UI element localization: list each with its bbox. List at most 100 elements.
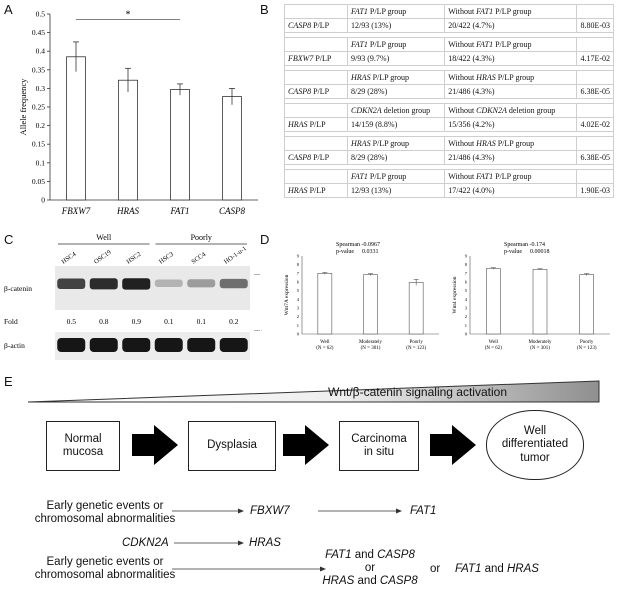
band-label-actin: β-actin (4, 341, 25, 350)
early-events-label-1: Early genetic events or chromosomal abno… (34, 500, 176, 525)
bar (486, 268, 501, 335)
fold-label: Fold (4, 317, 18, 326)
stats-spearman: Spearman -0.0967 (336, 242, 380, 248)
category-label: HRAS (116, 206, 139, 216)
catenin-band (187, 279, 216, 288)
y-tick-label: 0.15 (32, 140, 45, 149)
panel-letter-b: B (260, 2, 269, 17)
stats-spearman: Spearman -0.174 (504, 242, 545, 248)
group-label-poorly: Poorly (191, 233, 212, 242)
y-tick-label: 5 (465, 288, 468, 293)
combo3-gene-hras: HRAS (507, 563, 539, 575)
combo-block: FAT1 and CASP8 or HRAS and CASP8 (320, 549, 420, 588)
catenin-band (57, 278, 86, 289)
combo-gene-casp8-2: CASP8 (379, 574, 418, 587)
combo3-gene-fat1: FAT1 (455, 563, 482, 575)
y-tick-label: 6 (465, 280, 468, 285)
gene-fbxw7: FBXW7 (250, 505, 290, 517)
stage-dysplasia: Dysplasia (188, 421, 276, 471)
bar (579, 274, 594, 335)
arrow-icon (132, 425, 178, 465)
stats-pvalue: 0.00018 (530, 249, 550, 255)
panel-letter-c: C (4, 232, 14, 247)
cell-line-label: OSC19 (93, 249, 113, 266)
stage-well-differentiated-label: Well differentiated tumor (501, 425, 569, 464)
y-tick-label: 2 (297, 314, 299, 319)
group-label-well: Well (96, 233, 112, 242)
y-tick-label: 4 (465, 297, 468, 302)
y-tick-label: 3 (465, 306, 468, 311)
y-tick-label: 0.2 (36, 121, 46, 130)
y-tick-label: 8 (465, 262, 468, 267)
y-tick-label: 0.1 (36, 158, 46, 167)
y-axis-label: Wnt7A expression (284, 274, 290, 315)
fold-value: 0.8 (99, 317, 109, 326)
category-label: FAT1 (169, 206, 189, 216)
actin-band (122, 338, 151, 352)
marker-45kda: — 45 kDa (253, 328, 262, 334)
n-label: (N = 62) (485, 346, 503, 351)
category-label: Moderately (528, 340, 552, 345)
n-label: (N = 123) (406, 346, 426, 351)
stage-normal-mucosa-label: Normal mucosa (62, 432, 104, 458)
y-tick-label: 0.5 (36, 10, 46, 19)
y-axis-label: Wnt4 expression (452, 276, 458, 313)
y-tick-label: 3 (297, 306, 300, 311)
n-label: (N = 62) (316, 346, 334, 351)
y-tick-label: 7 (297, 271, 300, 276)
n-label: (N = 123) (577, 346, 597, 351)
stage-dysplasia-label: Dysplasia (207, 439, 257, 452)
y-tick-label: 0 (465, 332, 468, 337)
catenin-band (122, 278, 151, 290)
category-label: Well (320, 340, 330, 345)
category-label: Well (489, 340, 499, 345)
combo-and-2: and (354, 574, 380, 587)
gene-fat1: FAT1 (410, 505, 437, 517)
row3-arrow (172, 566, 326, 572)
n-label: (N = 301) (530, 346, 550, 351)
y-tick-label: 1 (297, 323, 299, 328)
row2-arrow (174, 540, 244, 546)
category-label: FBXW7 (61, 206, 91, 216)
y-tick-label: 5 (297, 288, 300, 293)
y-tick-label: 0.45 (32, 28, 45, 37)
cell-line-label: HSC4 (60, 250, 78, 265)
y-tick-label: 0.3 (36, 84, 46, 93)
fold-value: 0.1 (164, 317, 174, 326)
early-events-label-2: Early genetic events or chromosomal abno… (34, 556, 176, 581)
actin-band (154, 338, 183, 352)
marker-100kda: — 100 kDa (253, 272, 262, 278)
category-label: Poorly (409, 340, 423, 345)
n-label: (N = 301) (361, 346, 381, 351)
y-tick-label: 6 (297, 280, 300, 285)
bar (118, 79, 138, 201)
stage-well-differentiated: Well differentiated tumor (486, 410, 584, 480)
category-label: CASP8 (219, 206, 245, 216)
fold-value: 0.1 (197, 317, 207, 326)
cell-line-label: HO-1-u-1 (223, 245, 248, 265)
y-tick-label: 0 (297, 332, 300, 337)
row1-arrows (172, 508, 402, 514)
category-label: Moderately (359, 340, 383, 345)
catenin-band (219, 278, 248, 289)
combo-fat1-hras: FAT1 and HRAS (455, 563, 539, 576)
category-label: Poorly (580, 340, 594, 345)
signaling-banner-label: Wnt/β-catenin signaling activation (328, 385, 507, 399)
y-tick-label: 9 (465, 254, 468, 259)
bar (317, 273, 333, 335)
cell-line-label: SCC4 (190, 251, 207, 266)
